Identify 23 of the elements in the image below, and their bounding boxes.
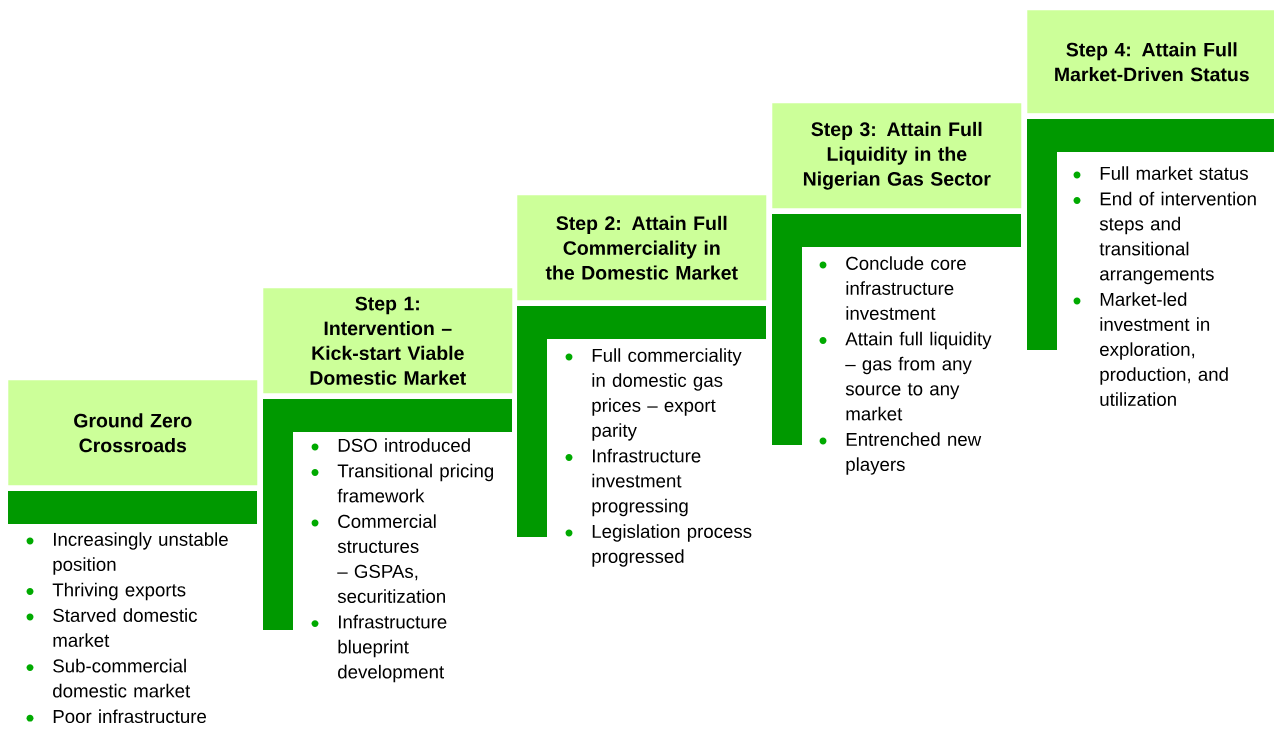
- step-header-box: Ground Zero Crossroads: [8, 380, 258, 486]
- bullet-item: Sub-commercial domestic market: [53, 658, 191, 698]
- bullet-item: Full market status: [1100, 166, 1248, 180]
- bullet-item: Conclude core infrastructure investment: [846, 256, 966, 320]
- bullet-item: Poor infrastructure: [53, 709, 206, 724]
- bullet-item: Legislation process progressed: [592, 524, 752, 567]
- step-header-box: Step 4: Attain Full Market-Driven Status: [1027, 10, 1274, 114]
- step-header-box: Step 1: Intervention – Kick-start Viable Domestic Market: [263, 288, 513, 394]
- step-header-box: Step 2: Attain Full Commerciality in the Domestic Market: [517, 195, 767, 301]
- bullet-item: Entrenched new players: [846, 432, 982, 475]
- bullet-item: Full commerciality in domestic gas prices – export parity: [592, 348, 742, 441]
- bullet-item: Infrastructure blueprint development: [338, 614, 447, 683]
- bullet-item: Market-led investment in exploration, production, and utilization: [1100, 292, 1228, 406]
- bullet-item: Starved domestic market: [53, 608, 197, 647]
- bullet-item: Transitional pricing framework: [337, 463, 494, 503]
- bullet-item: End of intervention steps and transitional arrangements: [1099, 191, 1256, 285]
- bullet-item: Increasingly unstable position: [53, 532, 228, 575]
- bullet-item: Thriving exports: [52, 582, 186, 601]
- bullet-item: Commercial structures – GSPAs, securitization: [337, 514, 445, 603]
- bullet-item: Attain full liquidity – gas from any source to any market: [845, 331, 992, 421]
- bullet-item: DSO introduced: [338, 438, 470, 452]
- bullet-item: Infrastructure investment progressing: [592, 448, 701, 517]
- step-header-box: Step 3: Attain Full Liquidity in the Nigerian Gas Sector: [772, 103, 1022, 209]
